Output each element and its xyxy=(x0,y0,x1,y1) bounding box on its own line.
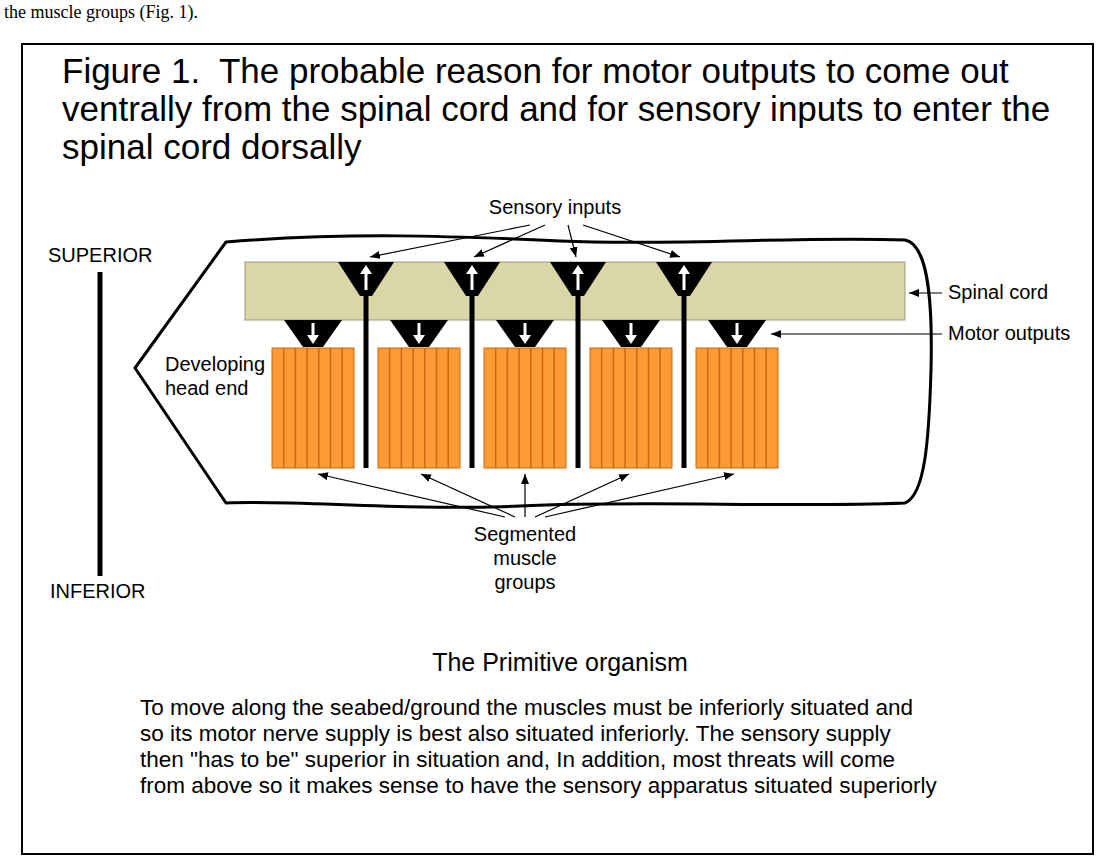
figure-frame xyxy=(22,44,1093,854)
muscle-group xyxy=(378,348,460,468)
leader-line xyxy=(370,225,530,257)
figure-title: Figure 1. The probable reason for motor … xyxy=(62,52,1072,166)
motor-output xyxy=(496,320,554,347)
muscle-group xyxy=(590,348,672,468)
running-text: the muscle groups (Fig. 1). xyxy=(4,2,404,22)
motor-output xyxy=(390,320,448,347)
text-placement: Motor outputs xyxy=(948,322,1088,345)
part-label: Motor outputs xyxy=(948,322,1088,345)
leader-line xyxy=(318,474,505,517)
text-placement: To move along the seabed/ground the musc… xyxy=(140,695,940,799)
orientation-bar xyxy=(98,272,103,576)
text-placement: the muscle groups (Fig. 1). xyxy=(4,2,404,22)
leader-line xyxy=(568,225,576,257)
leader-line xyxy=(524,474,525,517)
part-label: Spinal cord xyxy=(948,281,1088,304)
leader-line xyxy=(771,333,942,334)
part-label: Segmented muscle groups xyxy=(470,522,580,594)
leader-line xyxy=(545,474,734,517)
text-placement: Developing head end xyxy=(165,352,275,400)
sensory-input xyxy=(656,262,712,468)
leader-line xyxy=(583,225,680,257)
organism-outline xyxy=(135,236,931,508)
text-placement: Sensory inputs xyxy=(455,196,655,219)
muscle-group xyxy=(696,348,778,468)
part-label: Sensory inputs xyxy=(455,196,655,219)
text-placement: INFERIOR xyxy=(50,580,190,603)
text-placement: The Primitive organism xyxy=(360,648,760,677)
muscle-group xyxy=(484,348,566,468)
leader-line xyxy=(421,474,515,517)
text-placement: Figure 1. The probable reason for motor … xyxy=(62,52,1072,166)
leader-line xyxy=(535,474,629,517)
sensory-input xyxy=(338,262,394,468)
text-placement: Segmented muscle groups xyxy=(470,522,580,594)
figure-subtitle: The Primitive organism xyxy=(360,648,760,677)
sensory-input xyxy=(550,262,606,468)
motor-output xyxy=(602,320,660,347)
part-label: Developing head end xyxy=(165,352,275,400)
text-placement: Spinal cord xyxy=(948,281,1088,304)
leader-line xyxy=(909,292,942,293)
muscle-group xyxy=(272,348,354,468)
caption-text: To move along the seabed/ground the musc… xyxy=(140,695,940,799)
direction-label: SUPERIOR xyxy=(48,244,188,267)
text-placement: SUPERIOR xyxy=(48,244,188,267)
direction-label: INFERIOR xyxy=(50,580,190,603)
leader-lines xyxy=(318,225,942,517)
motor-output xyxy=(284,320,342,347)
leader-line xyxy=(474,225,545,257)
motor-output xyxy=(708,320,766,347)
sensory-input xyxy=(444,262,500,468)
